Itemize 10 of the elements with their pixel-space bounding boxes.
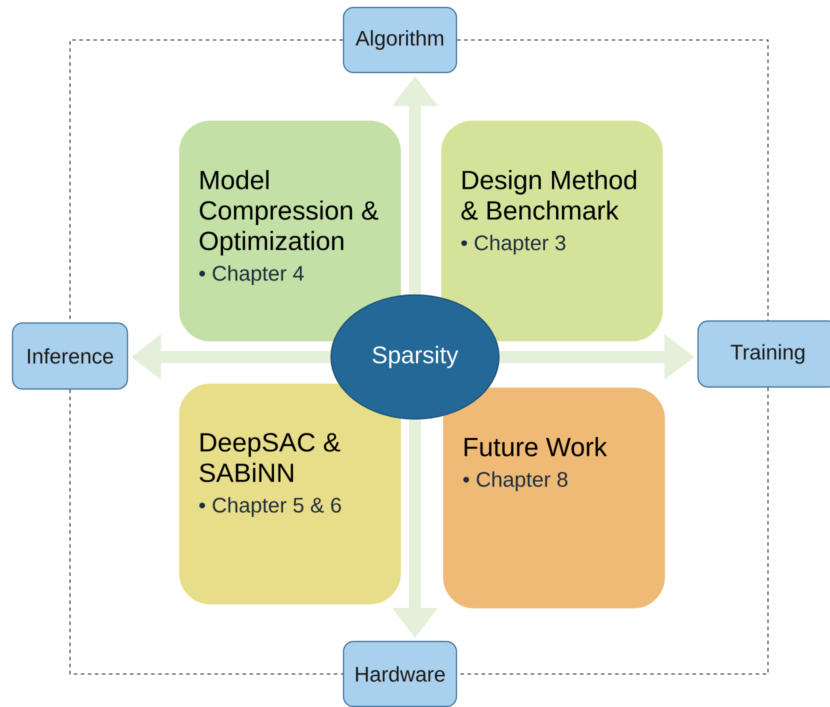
topic-card: Future Work • Chapter 8 (442, 386, 666, 610)
dashed-connector (69, 390, 343, 675)
label-box: Inference (12, 322, 128, 390)
topic-card: Design Method & Benchmark • Chapter 3 (440, 119, 664, 343)
dashed-connector (457, 39, 769, 320)
label-box: Algorithm (342, 6, 458, 74)
topic-card: DeepSAC & SABiNN • Chapter 5 & 6 (178, 382, 402, 606)
label-box: Hardware (342, 640, 458, 707)
label-box: Training (697, 320, 830, 388)
topic-card: Model Compression & Optimization • Chapter 4 (178, 119, 402, 343)
